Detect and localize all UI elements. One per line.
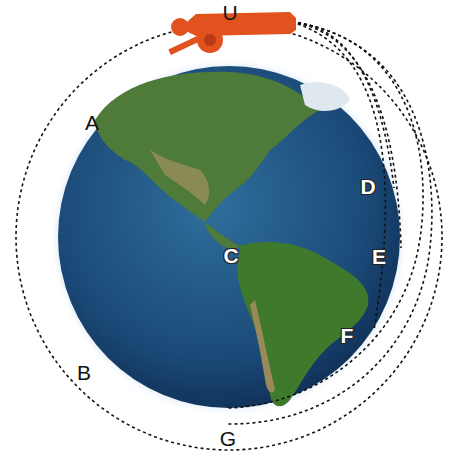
point-label: A [85,112,99,133]
orbit [16,24,442,450]
earth [58,66,400,408]
cannon-trail [168,35,201,55]
point-label: U [222,2,237,23]
north-america [95,72,320,222]
point-label: B [77,362,91,383]
land-detail [150,150,209,205]
point-label: C [223,245,238,266]
andes [250,300,275,392]
point-label: E [372,246,386,267]
trajectories [16,22,442,450]
greenland [300,82,350,111]
trajectory [292,22,385,330]
south-america [237,242,368,406]
point-label: D [360,176,375,197]
trajectory [228,22,432,424]
atmosphere [49,57,409,417]
wheel-hub [204,34,216,46]
point-label: G [220,428,236,449]
point-label: F [341,325,354,346]
cannon-barrel [180,12,296,36]
cannon-breech [171,18,189,36]
